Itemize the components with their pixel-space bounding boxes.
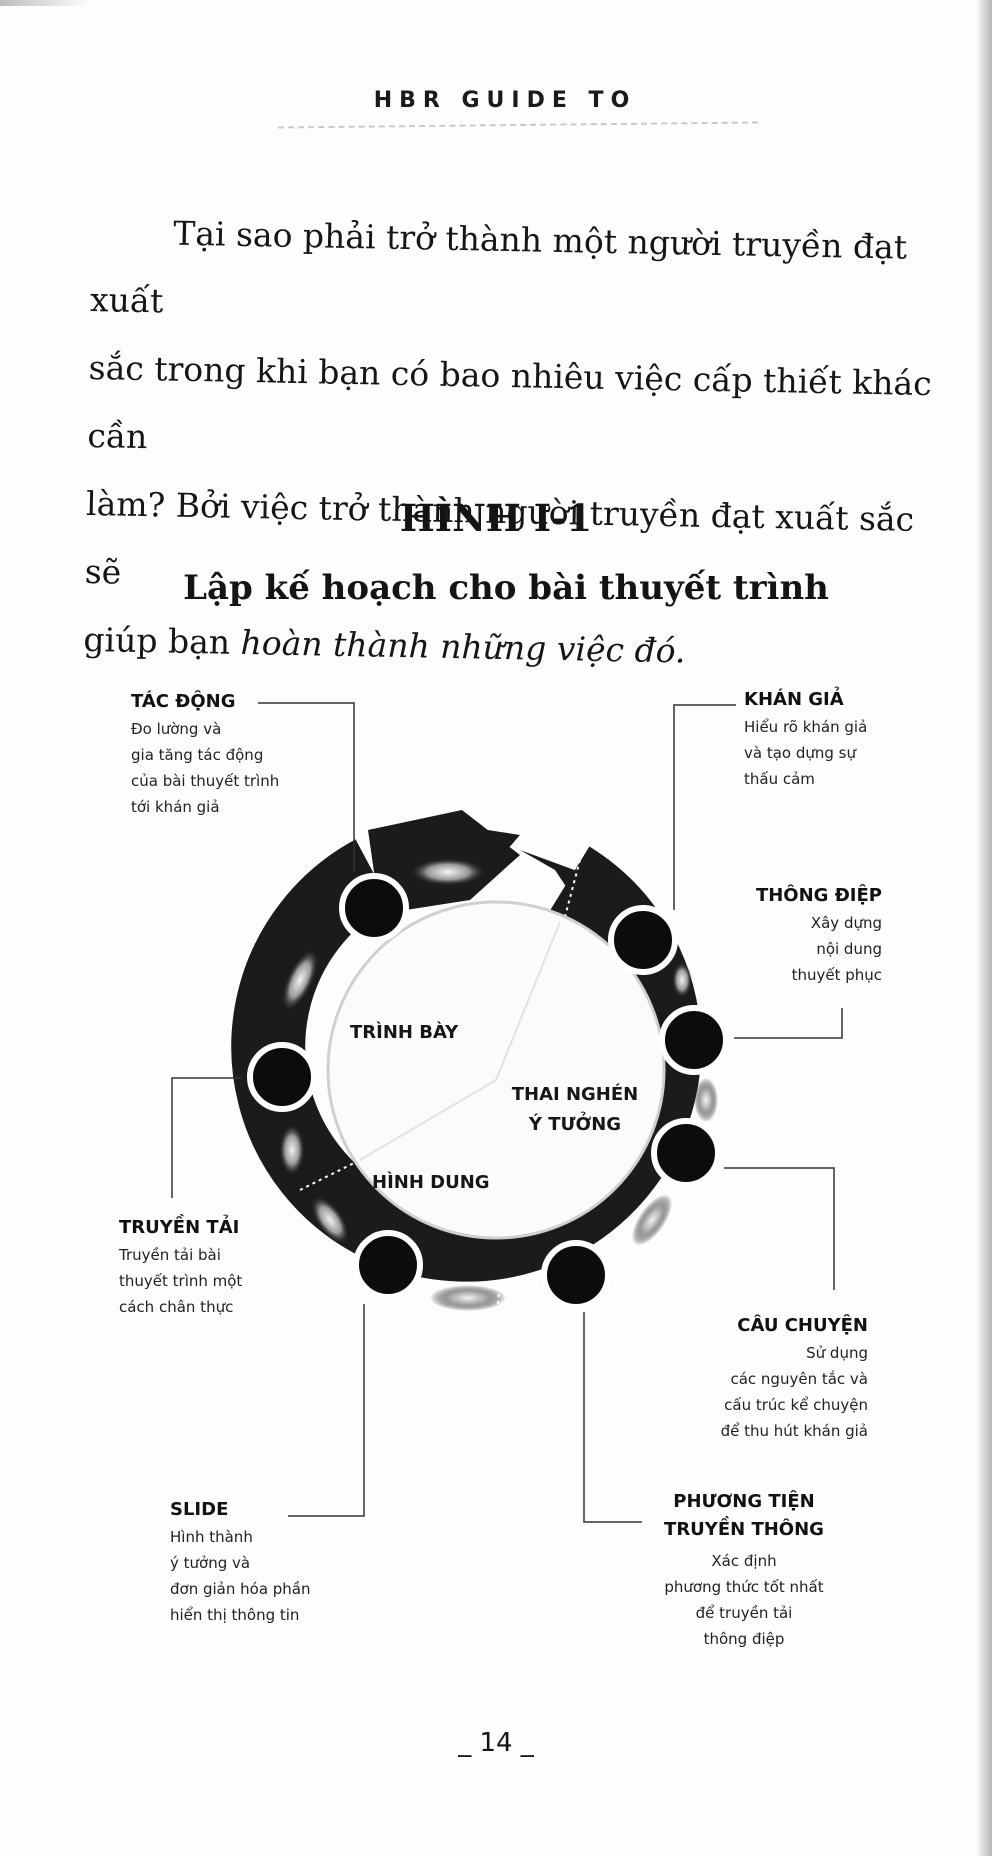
stage-cau-chuyen: CÂU CHUYỆN Sử dụng các nguyên tắc và cấu…	[720, 1315, 868, 1440]
scan-corner-mark	[0, 0, 90, 6]
phase-hinh-dung: HÌNH DUNG	[372, 1172, 490, 1193]
arrow-tail	[520, 850, 588, 900]
ring-highlight	[281, 948, 319, 1012]
ring-highlight	[694, 1078, 718, 1122]
phase-trinh-bay: TRÌNH BÀY	[350, 1022, 459, 1043]
stage-thong-diep: THÔNG ĐIỆP Xây dựng nội dung thuyết phục	[755, 885, 882, 984]
ring-highlight	[631, 1194, 673, 1246]
page-edge-shadow	[978, 0, 992, 1856]
stage-node-thong-diep	[659, 1005, 729, 1075]
ring-highlight	[672, 962, 692, 998]
stage-node-truyen-tai	[247, 1042, 317, 1112]
stage-node-cau-chuyen	[651, 1118, 721, 1188]
page-number: _ 14 _	[458, 1728, 534, 1758]
ring-divider	[495, 1279, 501, 1326]
inner-circle	[326, 900, 666, 1240]
phase-thai-nghen: THAI NGHÉN Ý TƯỞNG	[511, 1084, 639, 1135]
leader-line-khan-gia	[673, 704, 736, 910]
ring-highlight	[310, 1195, 350, 1245]
leader-line-slide	[288, 1304, 365, 1517]
stage-truyen-tai: TRUYỀN TẢI Truyền tải bài thuyết trình m…	[119, 1217, 243, 1316]
stage-tac-dong: TÁC ĐỘNG Đo lường và gia tăng tác động c…	[131, 691, 280, 816]
leader-line-truyen-tai	[171, 1077, 242, 1198]
figure-title: Lập kế hoạch cho bài thuyết trình	[183, 568, 829, 608]
arrow-tip	[455, 825, 520, 858]
intro-line-1: Tại sao phải trở thành một người truyền …	[89, 213, 908, 321]
stage-node-slide	[353, 1230, 423, 1300]
inner-divider	[359, 1079, 497, 1161]
stage-node-phuong-tien	[541, 1240, 611, 1310]
stage-slide: SLIDE Hình thành ý tưởng và đơn giản hóa…	[170, 1499, 311, 1624]
ring-highlight	[279, 1124, 305, 1176]
intro-line-2: sắc trong khi bạn có bao nhiêu việc cấp …	[87, 347, 933, 457]
stage-khan-gia: KHÁN GIẢ Hiểu rõ khán giả và tạo dựng sự…	[744, 689, 868, 788]
ring-highlight	[410, 858, 486, 886]
cycle-ring	[231, 810, 718, 1326]
leader-line-thong-diep	[734, 1008, 843, 1039]
stage-node-khan-gia	[608, 905, 678, 975]
figure-number: HÌNH I-1	[399, 496, 593, 540]
intro-paragraph: Tại sao phải trở thành một người truyền …	[83, 198, 942, 690]
ring-highlight	[430, 1285, 506, 1311]
leader-line-tac-dong	[258, 702, 355, 872]
leader-line-cau-chuyen	[724, 1167, 835, 1290]
stage-phuong-tien: PHƯƠNG TIỆN TRUYỀN THÔNG Xác định phương…	[664, 1491, 824, 1648]
stage-node-tac-dong	[339, 873, 409, 943]
running-head-rule	[278, 121, 758, 129]
inner-divider	[495, 921, 561, 1081]
planning-cycle-diagram	[171, 702, 843, 1523]
leader-line-phuong-tien	[583, 1312, 642, 1523]
ring-band	[231, 839, 702, 1282]
running-head: HBR GUIDE TO	[373, 88, 637, 113]
